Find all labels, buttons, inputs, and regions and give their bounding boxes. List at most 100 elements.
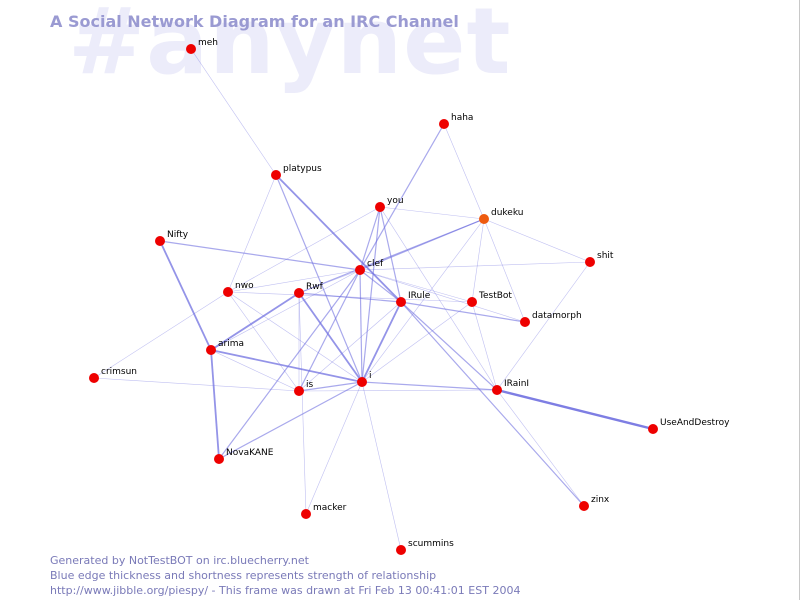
edge-rwf-i xyxy=(298,292,363,383)
node-dot-datamorph xyxy=(520,317,530,327)
edge-platypus-irule xyxy=(275,174,402,303)
node-label-crimsun: crimsun xyxy=(101,367,137,377)
node-label-nwo: nwo xyxy=(235,281,254,291)
node-label-dukeku: dukeku xyxy=(491,208,523,218)
node-label-testbot: TestBot xyxy=(478,291,512,301)
edge-clef-novakane xyxy=(218,269,361,460)
node-label-platypus: platypus xyxy=(283,164,322,174)
node-label-novakane: NovaKANE xyxy=(226,448,274,458)
edge-clef-arima xyxy=(210,269,361,351)
edge-arima-i xyxy=(210,349,363,383)
footer: Generated by NotTestBOT on irc.bluecherr… xyxy=(50,553,520,598)
edge-clef-datamorph xyxy=(359,269,526,323)
edge-platypus-nwo xyxy=(227,174,277,293)
node-dot-shit xyxy=(585,257,595,267)
node-label-arima: arima xyxy=(218,339,244,349)
edge-shit-clef xyxy=(359,261,591,271)
node-meh: meh xyxy=(186,38,218,54)
node-dot-platypus xyxy=(271,170,281,180)
node-dot-scummins xyxy=(396,545,406,555)
edge-rwf-irule xyxy=(298,292,402,303)
edge-i-novakane xyxy=(218,381,363,460)
node-layer: mehhahaplatypusyoudukekuNiftyshitclefnwo… xyxy=(89,38,730,555)
node-scummins: scummins xyxy=(396,539,454,555)
edge-you-nwo xyxy=(227,206,381,293)
node-i: i xyxy=(357,371,372,387)
diagram-title: A Social Network Diagram for an IRC Chan… xyxy=(50,12,459,31)
node-dot-testbot xyxy=(467,297,477,307)
edge-nifty-arima xyxy=(159,240,212,351)
edge-haha-clef xyxy=(359,123,445,271)
node-label-you: you xyxy=(387,196,404,206)
edge-clef-testbot xyxy=(359,269,473,303)
edge-clef-irule xyxy=(359,269,402,303)
edge-nwo-crimsun xyxy=(93,291,229,379)
node-arima: arima xyxy=(206,339,244,355)
footer-legend-line: Blue edge thickness and shortness repres… xyxy=(50,569,437,582)
node-label-macker: macker xyxy=(313,503,347,513)
edge-i-is xyxy=(298,381,363,392)
edge-clef-i xyxy=(359,269,363,383)
node-label-is: is xyxy=(306,380,314,390)
footer-generator-line: Generated by NotTestBOT on irc.bluecherr… xyxy=(50,554,309,567)
node-dot-i xyxy=(357,377,367,387)
node-dot-irule xyxy=(396,297,406,307)
footer-timestamp-line: http://www.jibble.org/piespy/ - This fra… xyxy=(50,584,521,597)
node-rwf: Rwf xyxy=(294,282,324,298)
edge-arima-is xyxy=(210,349,300,392)
node-label-clef: clef xyxy=(367,259,384,269)
edge-you-dukeku xyxy=(379,206,485,220)
node-is: is xyxy=(294,380,314,396)
edge-you-irule xyxy=(379,206,402,303)
edge-dukeku-testbot xyxy=(471,218,485,303)
edge-dukeku-datamorph xyxy=(483,218,526,323)
node-label-scummins: scummins xyxy=(408,539,454,549)
edge-dukeku-i xyxy=(361,218,485,383)
node-you: you xyxy=(375,196,404,212)
node-label-meh: meh xyxy=(198,38,218,48)
edge-nwo-is xyxy=(227,291,300,392)
edge-arima-novakane xyxy=(210,349,220,460)
edge-clef-rwf xyxy=(298,269,361,294)
edge-testbot-i xyxy=(361,301,473,383)
node-dot-meh xyxy=(186,44,196,54)
node-testbot: TestBot xyxy=(467,291,512,307)
edge-iraini-zinx xyxy=(496,389,585,507)
node-dot-crimsun xyxy=(89,373,99,383)
node-haha: haha xyxy=(439,113,473,129)
node-zinx: zinx xyxy=(579,495,610,511)
node-dot-is xyxy=(294,386,304,396)
node-dot-macker xyxy=(301,509,311,519)
edge-is-iraini xyxy=(298,389,498,392)
node-irule: IRule xyxy=(396,291,431,307)
node-dot-nifty xyxy=(155,236,165,246)
edge-irule-iraini xyxy=(400,301,498,391)
edge-irule-i xyxy=(361,301,402,383)
edge-dukeku-rwf xyxy=(298,218,485,294)
edge-i-iraini xyxy=(361,381,498,391)
node-dot-clef xyxy=(355,265,365,275)
edge-crimsun-is xyxy=(93,377,300,392)
edge-haha-dukeku xyxy=(443,123,485,220)
edge-dukeku-shit xyxy=(483,218,591,263)
edge-you-i xyxy=(361,206,381,383)
node-novakane: NovaKANE xyxy=(214,448,274,464)
edge-irule-is xyxy=(298,301,402,392)
node-nifty: Nifty xyxy=(155,230,189,246)
node-macker: macker xyxy=(301,503,347,519)
node-dukeku: dukeku xyxy=(479,208,523,224)
edge-irule-datamorph xyxy=(400,301,526,323)
edge-layer xyxy=(93,48,654,551)
node-label-zinx: zinx xyxy=(591,495,610,505)
node-nwo: nwo xyxy=(223,281,254,297)
edge-i-scummins xyxy=(361,381,402,551)
node-label-nifty: Nifty xyxy=(167,230,189,240)
edge-shit-iraini xyxy=(496,261,591,391)
edge-you-iraini xyxy=(379,206,498,391)
node-dot-you xyxy=(375,202,385,212)
node-label-haha: haha xyxy=(451,113,473,123)
edge-meh-platypus xyxy=(190,48,277,176)
node-datamorph: datamorph xyxy=(520,311,582,327)
